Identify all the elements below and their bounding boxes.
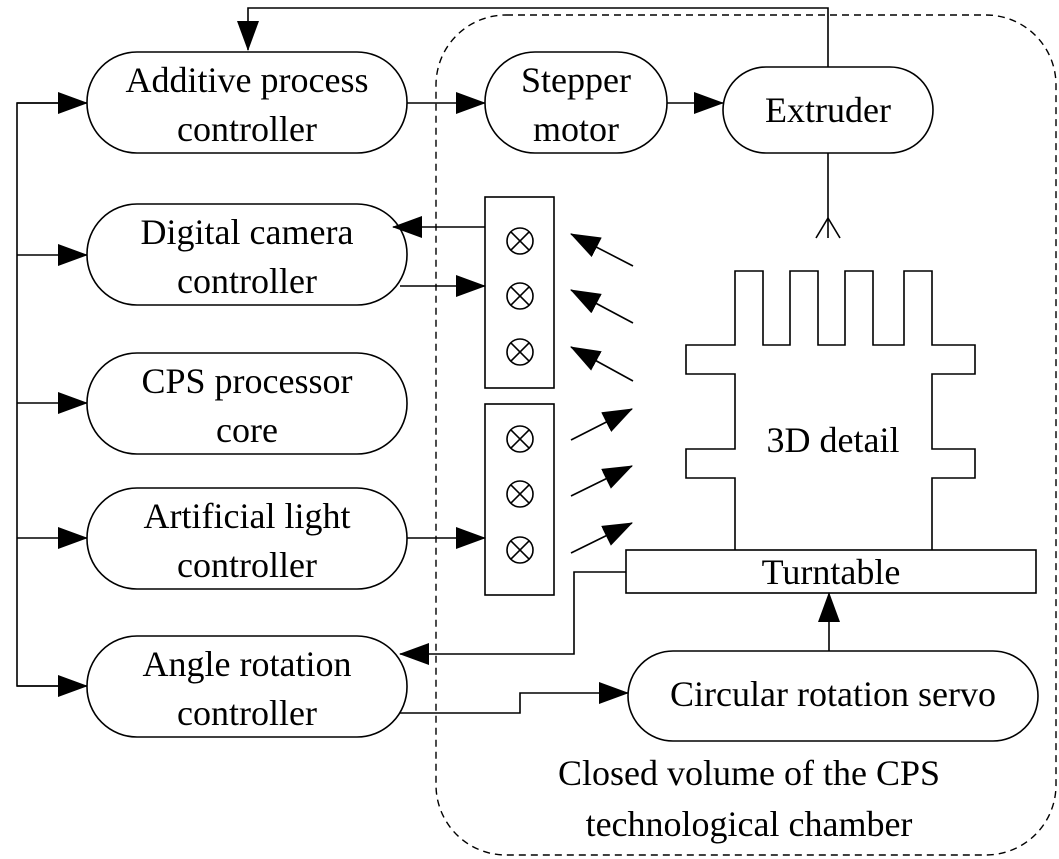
angle-label-2: controller — [177, 693, 317, 733]
light-ray — [570, 465, 633, 497]
turntable: Turntable — [625, 549, 1037, 594]
lamp-icon — [506, 425, 534, 453]
circular-rotation-servo: Circular rotation servo — [627, 650, 1039, 742]
stepper-label-1: Stepper — [521, 60, 631, 100]
left-bus-line — [16, 102, 87, 687]
additive-process-controller: Additive process controller — [86, 51, 408, 154]
light-ray — [570, 408, 633, 441]
chamber-label-2: technological chamber — [586, 804, 913, 844]
light-ray — [570, 233, 634, 267]
cps-core-label-1: CPS processor — [141, 361, 352, 401]
angle-rotation-controller: Angle rotation controller — [86, 635, 408, 738]
lamp-icon — [506, 338, 534, 366]
3d-detail-label: 3D detail — [767, 420, 900, 460]
turntable-label: Turntable — [762, 552, 901, 592]
lamp-symbols — [506, 227, 534, 564]
extruder-nozzle — [815, 153, 841, 239]
camera-label-1: Digital camera — [141, 212, 354, 252]
3d-detail-outline — [685, 270, 976, 550]
extruder: Extruder — [722, 66, 934, 154]
light-label-1: Artificial light — [144, 496, 351, 536]
stepper-label-2: motor — [533, 109, 619, 149]
additive-label-1: Additive process — [126, 60, 369, 100]
lamp-icon — [506, 480, 534, 508]
light-ray — [570, 346, 634, 382]
servo-label: Circular rotation servo — [670, 674, 996, 714]
light-rays — [570, 233, 634, 554]
angle-to-servo — [400, 682, 629, 714]
cps-processor-core: CPS processor core — [86, 352, 408, 455]
light-label-2: controller — [177, 545, 317, 585]
extruder-label: Extruder — [765, 90, 891, 130]
light-ray — [570, 289, 634, 324]
chamber-boundary — [435, 14, 1057, 856]
additive-label-2: controller — [177, 109, 317, 149]
turntable-feedback — [399, 571, 626, 665]
extruder-feedback-line — [237, 7, 829, 67]
angle-label-1: Angle rotation — [143, 644, 352, 684]
chamber-label-1: Closed volume of the CPS — [558, 753, 940, 793]
lamp-icon — [506, 536, 534, 564]
digital-camera-controller: Digital camera controller — [86, 203, 408, 306]
artificial-light-controller: Artificial light controller — [86, 487, 408, 590]
lamp-icon — [506, 282, 534, 310]
lamp-icon — [506, 227, 534, 255]
cps-core-label-2: core — [216, 410, 278, 450]
stepper-motor: Stepper motor — [484, 51, 668, 154]
light-ray — [570, 522, 633, 554]
camera-label-2: controller — [177, 261, 317, 301]
